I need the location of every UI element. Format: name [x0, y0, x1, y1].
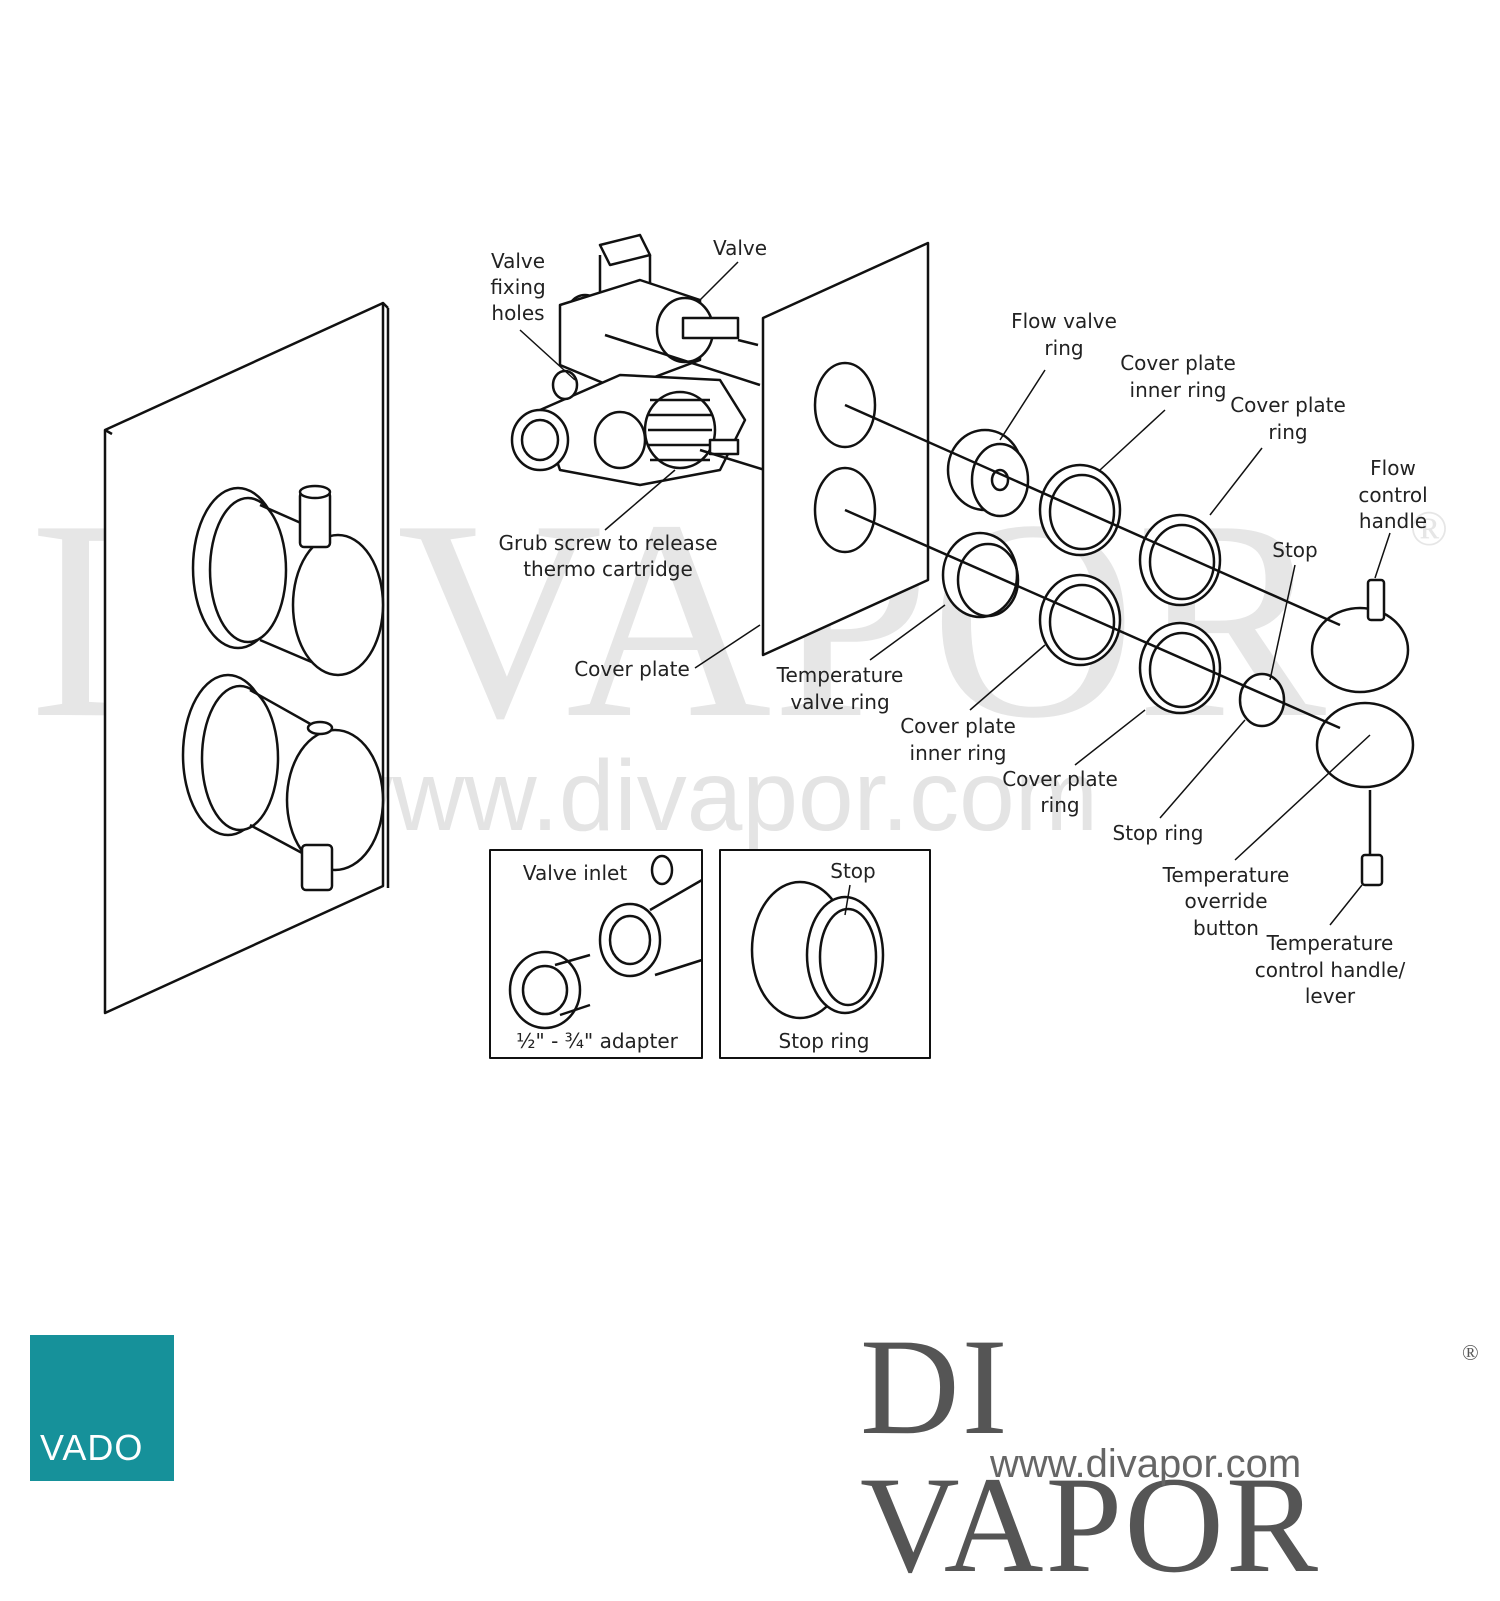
label-cover-plate-ring-top-1: Cover plate	[1230, 393, 1346, 417]
label-flow-control-handle-3: handle	[1359, 509, 1427, 533]
inset-label-valve-inlet: Valve inlet	[523, 861, 628, 885]
vado-logo: VADO	[30, 1335, 174, 1481]
label-valve-fixing-holes-3: holes	[491, 301, 544, 325]
label-cover-plate: Cover plate	[574, 657, 690, 681]
watermark-url: www.divapor.com	[319, 740, 1098, 852]
label-flow-valve-ring-2: ring	[1044, 336, 1083, 360]
label-grub-screw-1: Grub screw to release	[498, 531, 717, 555]
inset-label-adapter: ½" - ¾" adapter	[516, 1029, 679, 1053]
exploded-valve-diagram: DI VAPOR ® www.divapor.com	[30, 233, 1448, 1059]
watermark-reg: ®	[1410, 500, 1448, 556]
label-valve-fixing-holes-1: Valve	[491, 249, 545, 273]
label-cover-plate-inner-ring-bottom-2: inner ring	[910, 741, 1007, 765]
label-stop: Stop	[1272, 538, 1317, 562]
inset-valve-inlet-frame	[489, 849, 703, 1059]
label-grub-screw-2: thermo cartridge	[523, 557, 693, 581]
cover-plate-illustration	[761, 241, 930, 657]
inset-label-stop: Stop	[830, 859, 875, 883]
label-cover-plate-inner-ring-top-1: Cover plate	[1120, 351, 1236, 375]
label-temperature-valve-ring-1: Temperature	[776, 663, 904, 687]
label-temperature-control-handle-2: control handle/	[1255, 958, 1406, 982]
label-flow-control-handle-1: Flow	[1370, 456, 1416, 480]
vado-logo-text: VADO	[40, 1427, 144, 1468]
upper-ring-stack	[844, 403, 1410, 694]
assembled-valve-illustration	[103, 301, 390, 1015]
label-temperature-override-button-2: override	[1184, 889, 1267, 913]
label-temperature-control-handle-3: lever	[1305, 984, 1356, 1008]
label-temperature-override-button-3: button	[1193, 916, 1259, 940]
inset-label-stop-ring: Stop ring	[779, 1029, 870, 1053]
label-stop-ring: Stop ring	[1113, 821, 1204, 845]
valve-body-illustration	[510, 233, 766, 487]
label-cover-plate-ring-bottom-1: Cover plate	[1002, 767, 1118, 791]
label-valve: Valve	[713, 236, 767, 260]
label-temperature-override-button-1: Temperature	[1162, 863, 1290, 887]
inset-stop-ring-frame	[719, 849, 931, 1059]
label-flow-valve-ring-1: Flow valve	[1011, 309, 1117, 333]
label-temperature-valve-ring-2: valve ring	[790, 690, 889, 714]
brand-registered-mark: ®	[1462, 1340, 1479, 1365]
label-cover-plate-ring-bottom-2: ring	[1040, 793, 1079, 817]
label-cover-plate-inner-ring-bottom-1: Cover plate	[900, 714, 1016, 738]
brand-url: www.divapor.com	[990, 1442, 1302, 1486]
label-valve-fixing-holes-2: fixing	[490, 275, 545, 299]
label-temperature-control-handle-1: Temperature	[1266, 931, 1394, 955]
label-cover-plate-ring-top-2: ring	[1268, 420, 1307, 444]
label-flow-control-handle-2: control	[1358, 483, 1427, 507]
label-cover-plate-inner-ring-top-2: inner ring	[1130, 378, 1227, 402]
leader-lines	[519, 261, 1391, 926]
lower-ring-stack	[844, 508, 1415, 887]
